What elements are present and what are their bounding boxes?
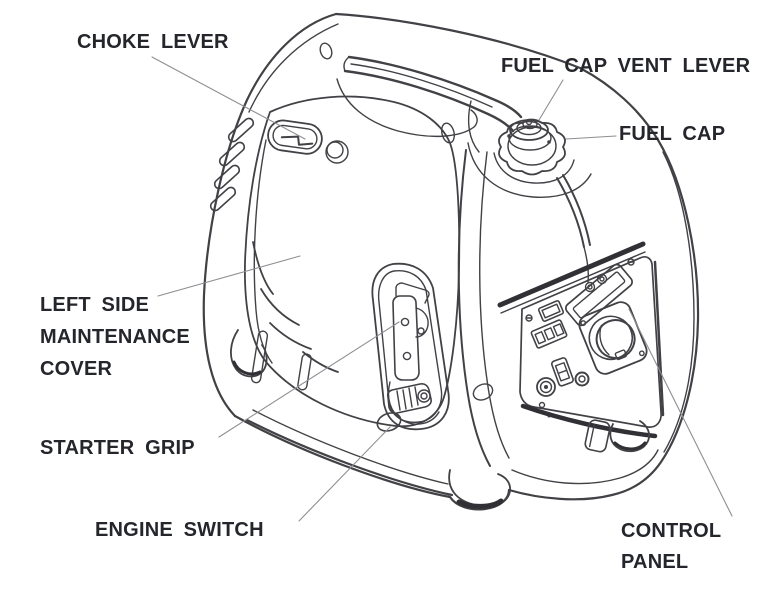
label-line: CONTROL — [621, 520, 722, 542]
leader-maintenance-cover — [157, 255, 301, 297]
choke-lever-drawing — [267, 119, 323, 155]
control-panel-drawing — [497, 241, 665, 453]
carry-handle — [336, 55, 523, 153]
body-outline — [202, 12, 700, 511]
leader-choke-lever — [151, 56, 306, 140]
label-engine-switch: ENGINE SWITCH — [95, 519, 264, 541]
leader-starter-grip — [218, 321, 400, 438]
fuel-cap-drawing — [467, 118, 592, 283]
maintenance-cover-drawing — [244, 95, 461, 428]
fuel-cap-vent-lever-drawing — [522, 118, 538, 130]
label-choke-lever: CHOKE LEVER — [77, 31, 229, 53]
starter-recess-drawing — [371, 262, 450, 432]
label-fuel-cap: FUEL CAP — [619, 123, 726, 145]
label-fuel-cap-vent-lever: FUEL CAP VENT LEVER — [501, 55, 751, 77]
leader-control-panel — [628, 308, 733, 517]
label-left-side-maintenance-cover: LEFT SIDE MAINTENANCE COVER — [40, 289, 190, 385]
cooling-vents — [209, 117, 255, 212]
leader-fuel-cap — [565, 135, 617, 140]
label-starter-grip: STARTER GRIP — [40, 437, 195, 459]
leader-lines — [151, 56, 733, 522]
engine-switch-drawing — [376, 412, 402, 432]
label-line: LEFT SIDE — [40, 294, 150, 316]
leader-engine-switch — [298, 426, 391, 522]
label-line: COVER — [40, 358, 113, 380]
label-line: MAINTENANCE — [40, 326, 190, 348]
ac-outlet-drawing — [578, 301, 648, 375]
label-control-panel: CONTROL PANEL — [621, 516, 721, 578]
rubber-feet — [230, 329, 651, 509]
label-line: PANEL — [621, 551, 689, 573]
front-corner-pillar — [457, 149, 510, 467]
starter-grip-drawing — [392, 282, 430, 381]
leader-fuel-cap-vent-lever — [538, 79, 564, 121]
